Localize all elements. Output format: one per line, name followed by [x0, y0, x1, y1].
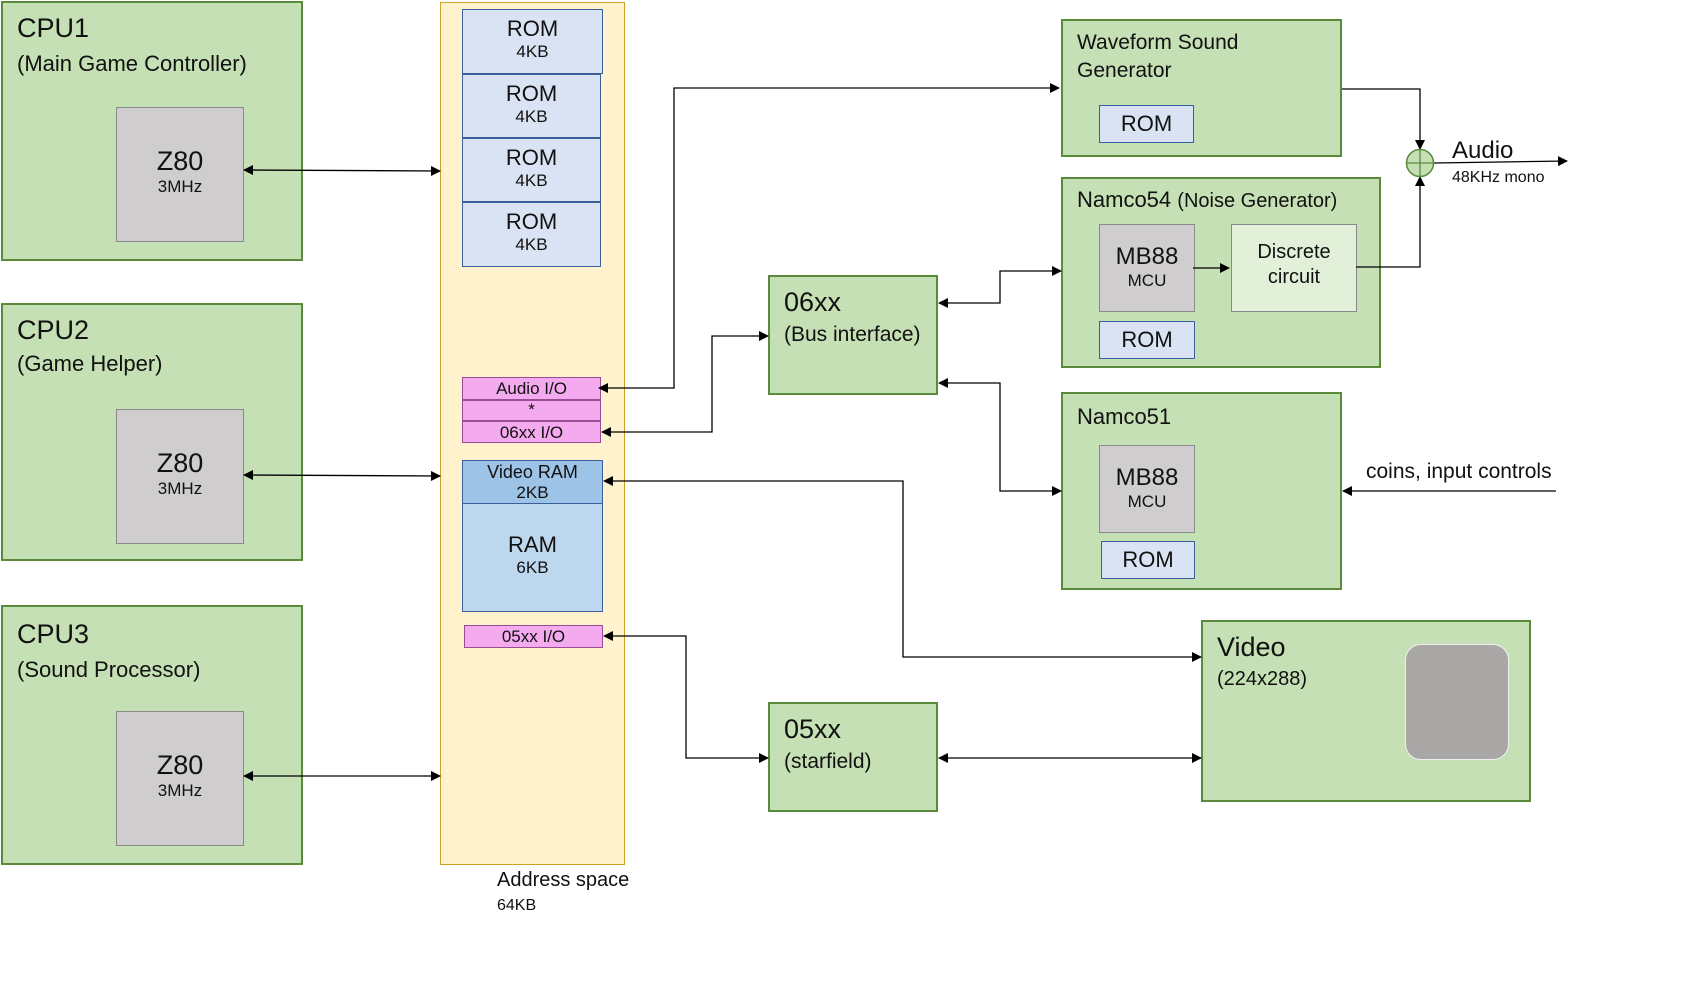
audio-io-region: Audio I/O [462, 377, 601, 400]
ram-label: RAM [508, 532, 557, 557]
ram-region: RAM 6KB [462, 503, 603, 612]
namco54-rom: ROM [1099, 321, 1195, 359]
waveform-title-line1: Waveform Sound [1077, 31, 1239, 54]
address-rom-3: ROM 4KB [462, 138, 601, 202]
cpu3-title: CPU3 [17, 619, 90, 649]
video-ram-region: Video RAM 2KB [462, 460, 603, 504]
ram-size: 6KB [516, 558, 549, 577]
address-space-label: Address space [497, 869, 630, 891]
starfield-05xx-subtitle: (starfield) [784, 750, 872, 773]
discrete-mixer-wire [1356, 176, 1425, 268]
audio-io-wire [598, 83, 1060, 393]
namco54-title-main: Namco54 [1077, 187, 1172, 212]
namco54-title: Namco54 (Noise Generator) [1077, 187, 1337, 213]
rom-2-size: 4KB [515, 107, 548, 126]
rom-3-size: 4KB [515, 171, 548, 190]
cpu2-subtitle: (Game Helper) [17, 351, 163, 376]
audio-out-subtitle: 48KHz mono [1452, 169, 1545, 186]
namco54-mb88-chip: MB88 MCU [1099, 224, 1195, 312]
video-ram-size: 2KB [516, 483, 549, 502]
namco54-rom-label: ROM [1121, 327, 1173, 352]
rom-1-size: 4KB [516, 42, 549, 61]
rom-4-label: ROM [505, 209, 558, 234]
cpu1-subtitle: (Main Game Controller) [17, 51, 247, 76]
discrete-circuit-line1: Discrete [1257, 241, 1331, 263]
cpu1-block: CPU1 (Main Game Controller) Z80 3MHz [1, 1, 303, 261]
discrete-circuit: Discrete circuit [1231, 224, 1357, 312]
cpu2-block: CPU2 (Game Helper) Z80 3MHz [1, 303, 303, 561]
video-title: Video [1217, 632, 1286, 662]
video-block: Video (224x288) [1201, 620, 1531, 802]
starfield-05xx-title: 05xx [784, 714, 842, 744]
discrete-circuit-line2: circuit [1267, 266, 1321, 288]
audio-out-title: Audio [1452, 137, 1514, 164]
io-05xx-region: 05xx I/O [464, 625, 603, 648]
video-screen-icon [1405, 644, 1509, 760]
io-06xx-region: 06xx I/O [462, 421, 601, 443]
rom-1-label: ROM [506, 16, 559, 41]
rom-3-label: ROM [505, 145, 558, 170]
cpu3-block: CPU3 (Sound Processor) Z80 3MHz [1, 605, 303, 865]
cpu3-chip-clock: 3MHz [157, 781, 203, 800]
cpu1-chip-clock: 3MHz [157, 177, 203, 196]
namco54-chip-sub: MCU [1127, 271, 1167, 290]
cpu1-title: CPU1 [17, 13, 90, 43]
cpu3-chip-label: Z80 [156, 750, 204, 780]
cpu3-z80-chip: Z80 3MHz [116, 711, 244, 846]
cpu2-chip-clock: 3MHz [157, 479, 203, 498]
namco54-title-sub: (Noise Generator) [1177, 190, 1338, 212]
cpu2-title: CPU2 [17, 315, 90, 345]
starfield-05xx-block: 05xx (starfield) [768, 702, 938, 812]
reserved-io-region: * [462, 400, 601, 421]
address-rom-2: ROM 4KB [462, 74, 601, 138]
waveform-mixer-wire [1342, 88, 1425, 150]
cpu1-bus-wire [243, 165, 441, 176]
cpu3-subtitle: (Sound Processor) [17, 657, 201, 682]
bus06-namco54-wire [938, 266, 1062, 308]
waveform-sound-generator-block: Waveform Sound Generator ROM [1061, 19, 1342, 157]
namco51-title: Namco51 [1077, 404, 1172, 429]
cpu2-z80-chip: Z80 3MHz [116, 409, 244, 544]
io06xx-wire [601, 331, 769, 437]
mixer-audio-out-wire [1433, 156, 1568, 167]
bus06-namco51-wire [938, 378, 1062, 496]
address-space-size: 64KB [497, 897, 537, 914]
address-rom-4: ROM 4KB [462, 202, 601, 267]
io05xx-wire [603, 631, 769, 763]
rom-4-size: 4KB [515, 235, 548, 254]
cpu2-bus-wire [243, 470, 441, 481]
rom-2-label: ROM [505, 81, 558, 106]
video-subtitle: (224x288) [1217, 668, 1308, 690]
namco54-chip-label: MB88 [1115, 243, 1179, 270]
vram-video-wire [603, 476, 1202, 662]
inputs-label: coins, input controls [1366, 460, 1552, 483]
cpu1-chip-label: Z80 [156, 146, 204, 176]
video-ram-label: Video RAM [487, 462, 578, 482]
cpu2-chip-label: Z80 [156, 448, 204, 478]
audio-mixer-icon [1405, 148, 1435, 178]
address-rom-1: ROM 4KB [462, 9, 603, 74]
waveform-title-line2: Generator [1077, 59, 1172, 82]
waveform-rom-label: ROM [1120, 111, 1173, 136]
waveform-rom: ROM [1099, 105, 1194, 143]
